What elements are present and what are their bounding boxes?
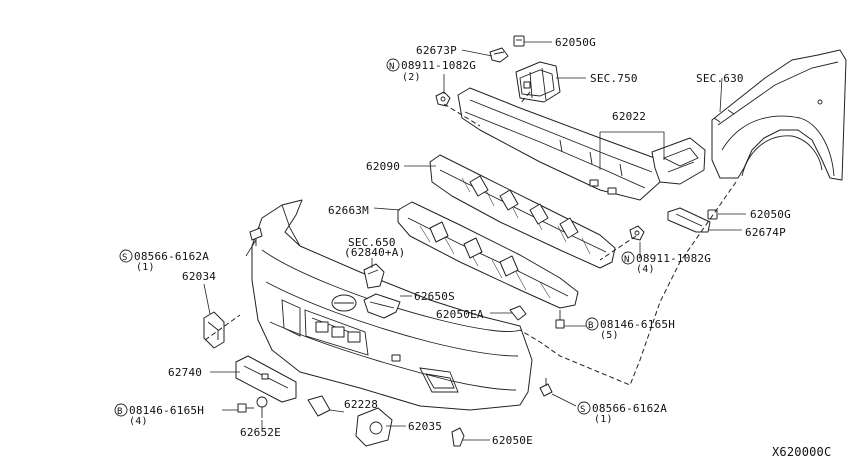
- label-62035: 62035: [408, 420, 442, 433]
- label-nut-right-symbol: N: [624, 255, 630, 265]
- label-bolt-left-qty: (4): [129, 416, 148, 427]
- label-bolt-left-symbol: B: [117, 407, 123, 417]
- label-62673P: 62673P: [416, 44, 457, 57]
- label-62034: 62034: [182, 270, 216, 283]
- bumper-reinforcement-beam: [457, 87, 706, 201]
- label-screw-bottom-code: 08566-6162A: [592, 402, 667, 415]
- license-plate-bracket-62740: [235, 355, 297, 403]
- nut-top: [435, 91, 451, 107]
- grille-62650S: [363, 293, 401, 319]
- label-bolt-right-code: 08146-6165H: [600, 318, 675, 331]
- screw-symbol-icon: [119, 249, 133, 263]
- cover-62228: [307, 395, 331, 417]
- energy-absorber: [429, 154, 616, 269]
- diagram-id: X620000C: [772, 445, 831, 459]
- label-sec750: SEC.750: [590, 72, 638, 85]
- label-bolt-left-code: 08146-6165H: [129, 404, 204, 417]
- lower-energy-absorber: [397, 201, 579, 309]
- clip-62674P: [667, 207, 711, 233]
- bolt-left: [237, 403, 254, 413]
- beam-stay-bracket: [515, 61, 561, 103]
- label-screw-left-code: 08566-6162A: [134, 250, 209, 263]
- label-nut-right-qty: (4): [636, 264, 655, 275]
- screw-symbol-icon: [577, 401, 591, 415]
- label-bolt-right-qty: (5): [600, 330, 619, 341]
- screw-bottom: [539, 378, 553, 397]
- label-screw-left-symbol: S: [122, 253, 128, 263]
- callout-labels: 62673P 62050G N 08911-1082G (2) SEC.750 …: [114, 36, 831, 459]
- leader-lines: [203, 41, 746, 441]
- label-62650S: 62650S: [414, 290, 455, 303]
- label-screw-left-qty: (1): [136, 262, 155, 273]
- label-62050G-right: 62050G: [750, 208, 791, 221]
- label-sec650: SEC.650: [348, 236, 396, 249]
- clip-62673P: [489, 47, 509, 63]
- label-nut-right-code: 08911-1082G: [636, 252, 711, 265]
- label-62090: 62090: [366, 160, 400, 173]
- label-screw-bottom-qty: (1): [594, 414, 613, 425]
- screw-left: [249, 227, 263, 246]
- label-62663M: 62663M: [328, 204, 369, 217]
- nut-right: [629, 225, 645, 241]
- label-sec630: SEC.630: [696, 72, 744, 85]
- clip-62652E: [256, 396, 268, 418]
- label-nut-top-code: 08911-1082G: [401, 59, 476, 72]
- label-62228: 62228: [344, 398, 378, 411]
- bolt-symbol-icon: [585, 317, 599, 331]
- label-62050G-top: 62050G: [555, 36, 596, 49]
- bolt-symbol-icon: [114, 403, 128, 417]
- label-nut-top-symbol: N: [389, 62, 395, 72]
- label-62740: 62740: [168, 366, 202, 379]
- nut-symbol-icon: [386, 58, 400, 72]
- label-62050E: 62050E: [492, 434, 533, 447]
- clip-62050EA: [509, 305, 527, 321]
- label-sec650-sub: (62840+A): [344, 246, 405, 259]
- clip-62050G-top: [513, 35, 525, 47]
- bracket-62034: [203, 311, 225, 349]
- label-62674P: 62674P: [745, 226, 786, 239]
- label-bolt-right-symbol: B: [588, 321, 594, 331]
- clip-62050E: [451, 427, 465, 447]
- label-62022: 62022: [612, 110, 646, 123]
- nut-symbol-icon: [621, 251, 635, 265]
- bracket-62035: [355, 407, 393, 447]
- label-62050EA: 62050EA: [436, 308, 484, 321]
- label-nut-top-qty: (2): [402, 72, 421, 83]
- label-screw-bottom-symbol: S: [580, 405, 586, 415]
- bolt-right: [555, 310, 565, 329]
- assembly-lines: [204, 91, 737, 386]
- label-62652E: 62652E: [240, 426, 281, 439]
- hood-lock-stay: [363, 263, 385, 289]
- front-fender: [711, 49, 847, 181]
